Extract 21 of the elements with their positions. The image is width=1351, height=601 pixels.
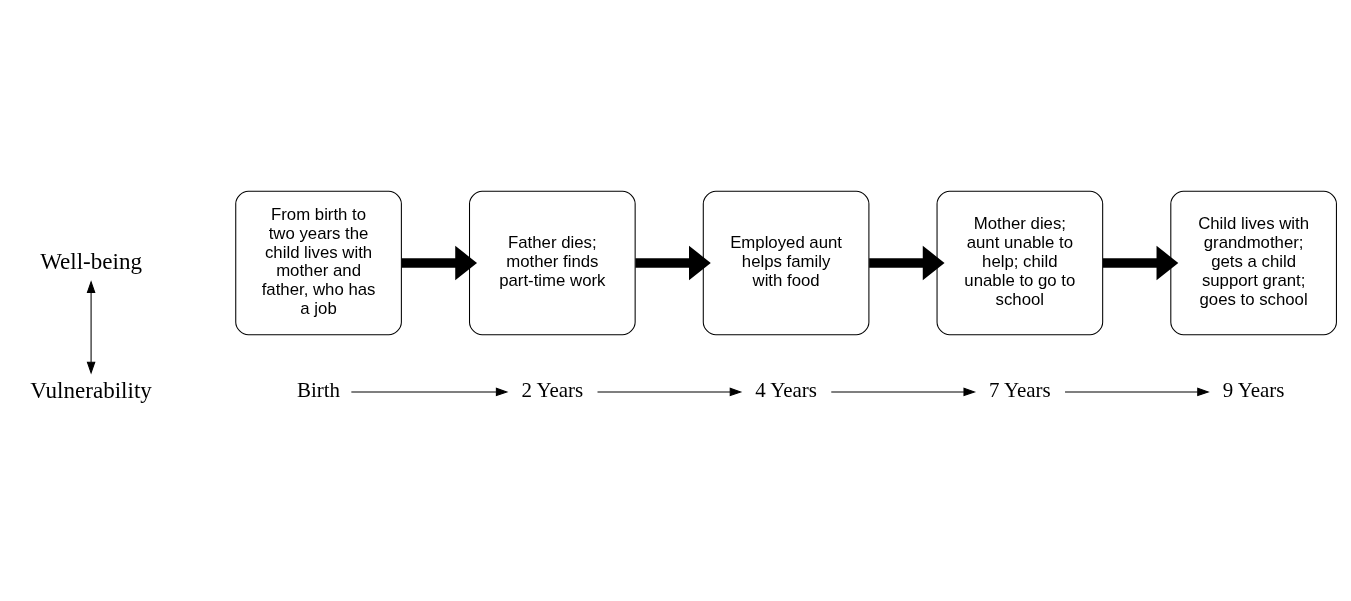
node-box: From birth to two years the child lives with mother and father, who has a job	[235, 190, 402, 335]
arrow	[635, 245, 711, 280]
arrow	[596, 387, 743, 396]
node-text: Well-being	[40, 247, 142, 274]
node-text: 7 Years	[989, 377, 1051, 402]
node-box: Child lives with grandmother; gets a child support grant; goes to school	[1170, 190, 1337, 335]
node-box: Father dies; mother finds part-time work	[469, 190, 636, 335]
arrow	[350, 387, 509, 396]
node-text: 2 Years	[521, 377, 584, 402]
arrow	[1064, 387, 1210, 396]
node-box: Mother dies; aunt unable to help; child unable to go to school	[936, 190, 1104, 335]
arrow	[1102, 245, 1179, 280]
arrow	[86, 279, 96, 374]
node-text: 9 Years	[1222, 377, 1285, 402]
node-text: Birth	[297, 377, 341, 402]
node-text: 4 Years	[755, 377, 817, 402]
node-box: Employed aunt helps family with food	[702, 190, 870, 335]
arrow	[401, 245, 477, 280]
arrow	[869, 245, 945, 280]
node-text: Vulnerability	[30, 376, 152, 403]
arrow	[830, 387, 977, 396]
